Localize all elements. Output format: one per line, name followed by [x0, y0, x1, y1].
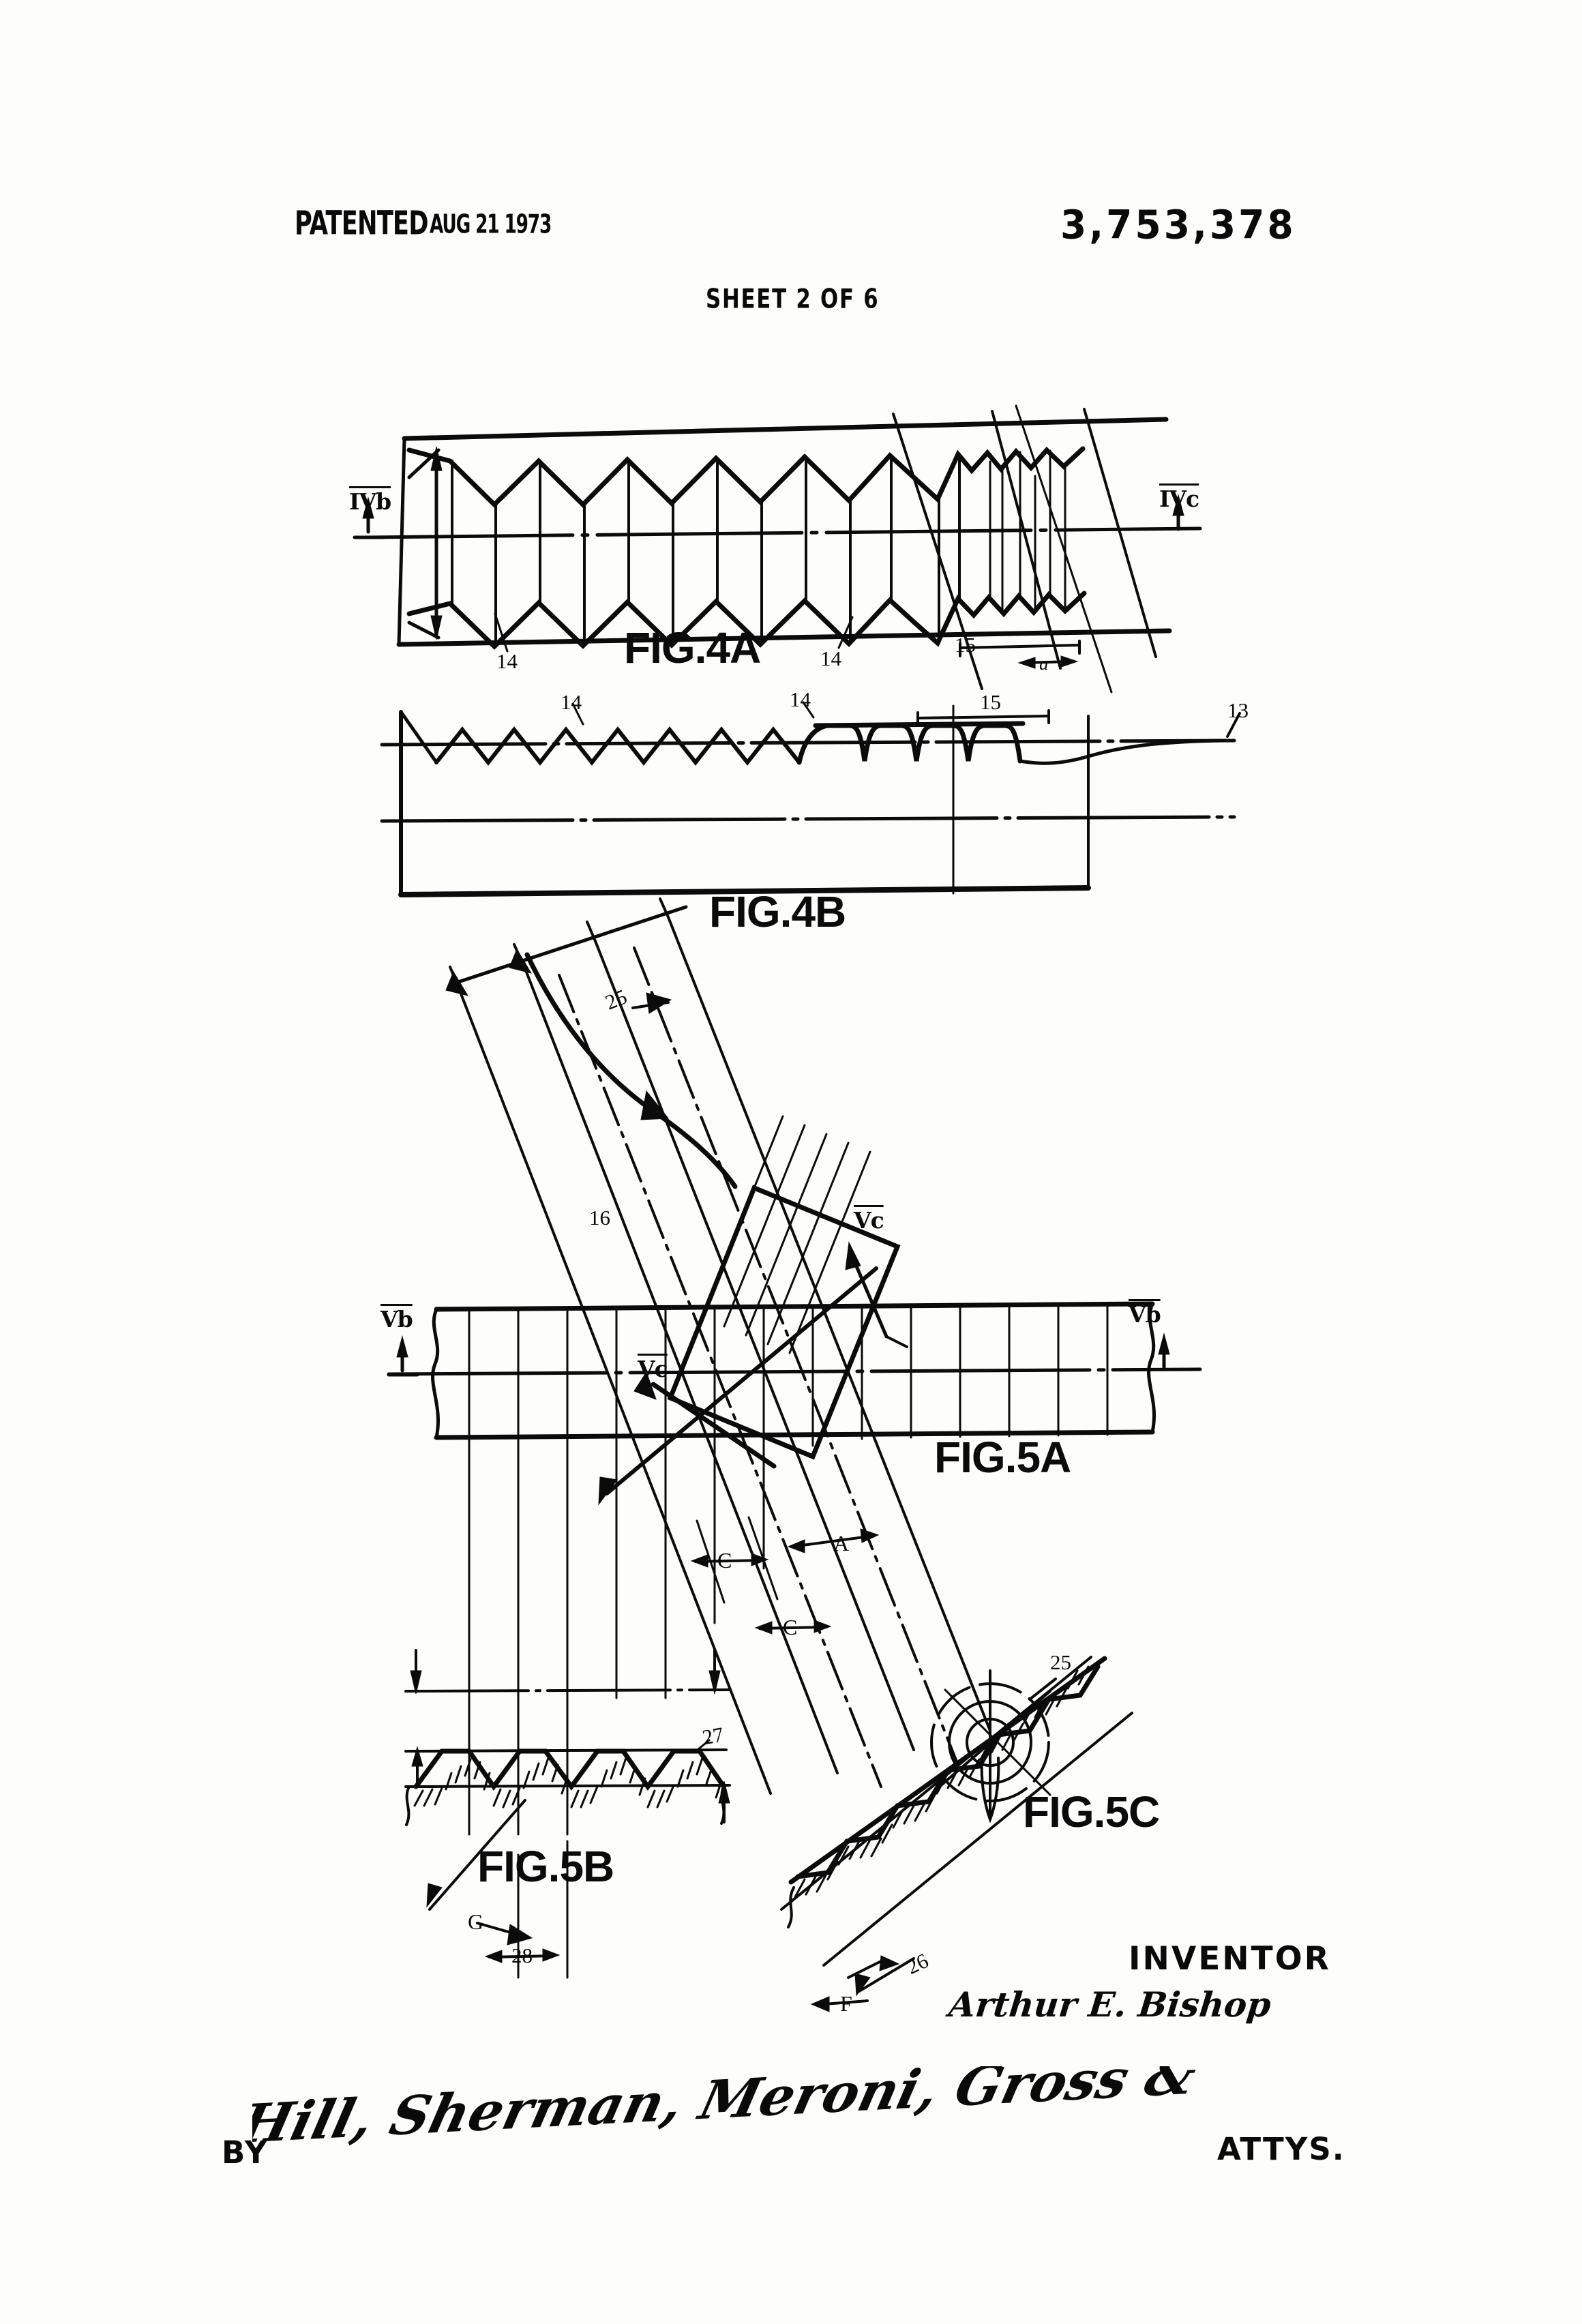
- ref-numeral-25-fig5c: 25: [1050, 1650, 1071, 1674]
- section-marker-vb-right: Vb: [1129, 1301, 1161, 1328]
- fig5b-caption: FIG.5B: [477, 1842, 614, 1891]
- patent-number: 3,753,378: [1060, 202, 1296, 248]
- attorney-signature: Hill, Sherman, Meroni, Gross & Simpson: [252, 2066, 1207, 2156]
- fig5a-caption: FIG.5A: [934, 1433, 1071, 1482]
- fig4a-caption: FIG.4A: [624, 623, 761, 672]
- dimension-label-g: G: [468, 1909, 484, 1934]
- ref-numeral-15-a: 15: [955, 633, 976, 657]
- sheet-label: SHEET 2 OF 6: [706, 284, 880, 315]
- dimension-label-c2: C: [783, 1615, 798, 1639]
- section-marker-vc-inner: Vc: [638, 1356, 668, 1382]
- ref-numeral-14-d: 14: [790, 687, 811, 711]
- fig4b-caption: FIG.4B: [709, 887, 846, 936]
- section-marker-ivb: IVb: [349, 488, 391, 515]
- patented-label: PATENTED: [295, 205, 428, 243]
- section-marker-vc-outer: Vc: [854, 1207, 884, 1234]
- ref-numeral-14-a: 14: [496, 649, 518, 673]
- fig4b-geometry: [380, 701, 1241, 897]
- dimension-a-fig4a: a: [1039, 653, 1049, 674]
- inventor-label: INVENTOR: [1129, 1940, 1331, 1978]
- ref-numeral-15-b: 15: [980, 690, 1001, 714]
- dimension-label-a: A: [833, 1531, 850, 1555]
- fig5c-caption: FIG.5C: [1023, 1787, 1160, 1836]
- ref-numeral-13: 13: [1227, 698, 1249, 722]
- ref-numeral-14-b: 14: [820, 646, 841, 670]
- ref-numeral-16: 16: [589, 1206, 610, 1230]
- ref-numeral-14-c: 14: [561, 690, 582, 714]
- inventor-name: Arthur E. Bishop: [946, 1984, 1273, 2025]
- ref-numeral-28: 28: [511, 1943, 533, 1967]
- ref-numeral-27: 27: [700, 1722, 726, 1750]
- fig5-geometry: [387, 897, 1202, 2012]
- dimension-label-c1: C: [717, 1548, 732, 1573]
- section-marker-ivc: IVc: [1159, 486, 1199, 512]
- section-marker-vb-left: Vb: [380, 1306, 413, 1332]
- dimension-label-f: F: [840, 1991, 852, 2016]
- attys-label: ATTYS.: [1217, 2131, 1345, 2167]
- fig4a-geometry: [353, 404, 1202, 694]
- patent-date: AUG 21 1973: [430, 209, 552, 239]
- attorney-signature-text: Hill, Sherman, Meroni, Gross & Simpson: [252, 2066, 1207, 2156]
- by-label: BY: [222, 2134, 269, 2171]
